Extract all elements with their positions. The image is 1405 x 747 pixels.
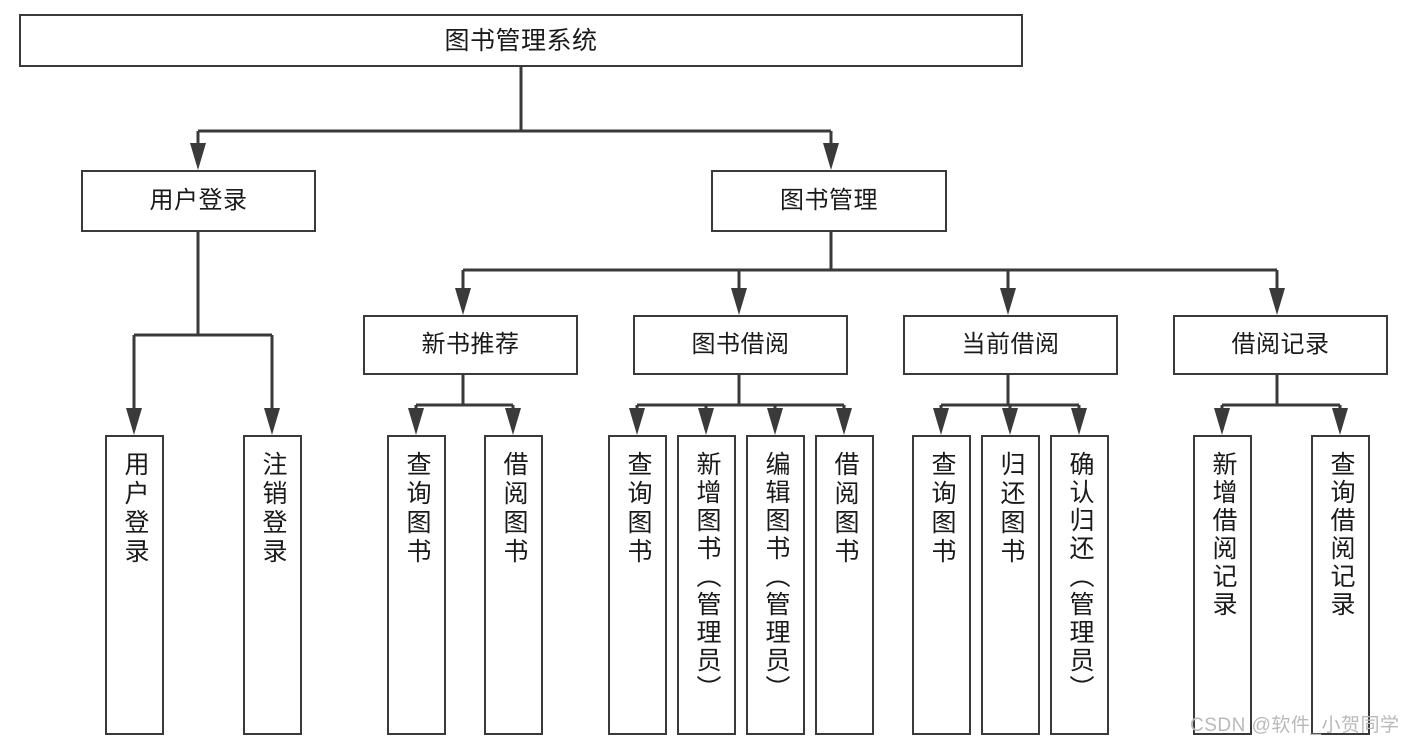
arrow-bookmanage-to-current	[1000, 288, 1016, 315]
arrow-root-to-book-manage	[823, 143, 839, 170]
node-leaf-query-book-borrow[interactable]: 查询图书	[608, 435, 667, 735]
arrow-newbook-leaf1	[408, 408, 424, 435]
node-book-borrow[interactable]: 图书借阅	[633, 315, 848, 375]
node-borrow-record[interactable]: 借阅记录	[1173, 315, 1388, 375]
arrow-bookborrow-leaf1	[629, 408, 645, 435]
node-label: 当前借阅	[961, 330, 1060, 358]
arrow-bookborrow-leaf4	[836, 408, 852, 435]
node-label: 新增图书（管理员）	[693, 451, 721, 703]
arrow-record-leaf1	[1214, 408, 1230, 435]
arrow-bookmanage-to-borrow	[731, 288, 747, 315]
node-label: 查询借阅记录	[1327, 451, 1355, 619]
arrow-bookborrow-leaf2	[698, 408, 714, 435]
node-leaf-edit-book-admin[interactable]: 编辑图书（管理员）	[746, 435, 805, 735]
node-label: 用户登录	[149, 186, 248, 214]
arrow-newbook-leaf2	[505, 408, 521, 435]
node-leaf-logout[interactable]: 注销登录	[243, 435, 302, 735]
node-leaf-confirm-return-admin[interactable]: 确认归还（管理员）	[1050, 435, 1109, 735]
arrow-current-leaf3	[1071, 408, 1087, 435]
watermark-text: CSDN @软件_小贺同学	[1190, 715, 1400, 736]
node-label: 图书管理系统	[444, 26, 598, 55]
arrow-userlogin-leaf2	[264, 408, 280, 435]
node-root-library-system[interactable]: 图书管理系统	[19, 14, 1023, 67]
node-label: 查询图书	[403, 451, 431, 567]
node-label: 用户登录	[121, 451, 149, 567]
node-user-login[interactable]: 用户登录	[81, 170, 316, 232]
node-leaf-query-borrow-record[interactable]: 查询借阅记录	[1311, 435, 1370, 735]
arrow-current-leaf1	[933, 408, 949, 435]
node-label: 借阅图书	[500, 451, 528, 567]
node-label: 图书管理	[780, 186, 878, 214]
arrow-root-to-user-login	[190, 143, 206, 170]
arrow-userlogin-leaf1	[126, 408, 142, 435]
arrow-record-leaf2	[1332, 408, 1348, 435]
node-leaf-borrow-book-recommend[interactable]: 借阅图书	[484, 435, 543, 735]
node-current-borrow[interactable]: 当前借阅	[903, 315, 1118, 375]
node-label: 查询图书	[624, 451, 652, 567]
arrow-current-leaf2	[1002, 408, 1018, 435]
node-label: 编辑图书（管理员）	[762, 451, 790, 703]
node-label: 新增借阅记录	[1209, 451, 1237, 619]
arrow-bookmanage-to-new	[455, 288, 471, 315]
node-label: 归还图书	[997, 451, 1025, 567]
node-leaf-borrow-book[interactable]: 借阅图书	[815, 435, 874, 735]
node-label: 确认归还（管理员）	[1066, 451, 1094, 703]
node-leaf-query-book-recommend[interactable]: 查询图书	[387, 435, 446, 735]
node-leaf-user-login[interactable]: 用户登录	[105, 435, 164, 735]
node-label: 注销登录	[259, 451, 287, 567]
node-label: 查询图书	[928, 451, 956, 567]
node-leaf-add-book-admin[interactable]: 新增图书（管理员）	[677, 435, 736, 735]
node-leaf-query-book-current[interactable]: 查询图书	[912, 435, 971, 735]
arrow-bookborrow-leaf3	[767, 408, 783, 435]
node-label: 借阅记录	[1231, 330, 1330, 358]
node-label: 图书借阅	[691, 330, 790, 358]
node-leaf-add-borrow-record[interactable]: 新增借阅记录	[1193, 435, 1252, 735]
arrow-bookmanage-to-record	[1269, 288, 1285, 315]
node-new-book-recommend[interactable]: 新书推荐	[363, 315, 578, 375]
node-leaf-return-book[interactable]: 归还图书	[981, 435, 1040, 735]
node-book-management[interactable]: 图书管理	[711, 170, 947, 232]
node-label: 新书推荐	[421, 330, 520, 358]
node-label: 借阅图书	[831, 451, 859, 567]
